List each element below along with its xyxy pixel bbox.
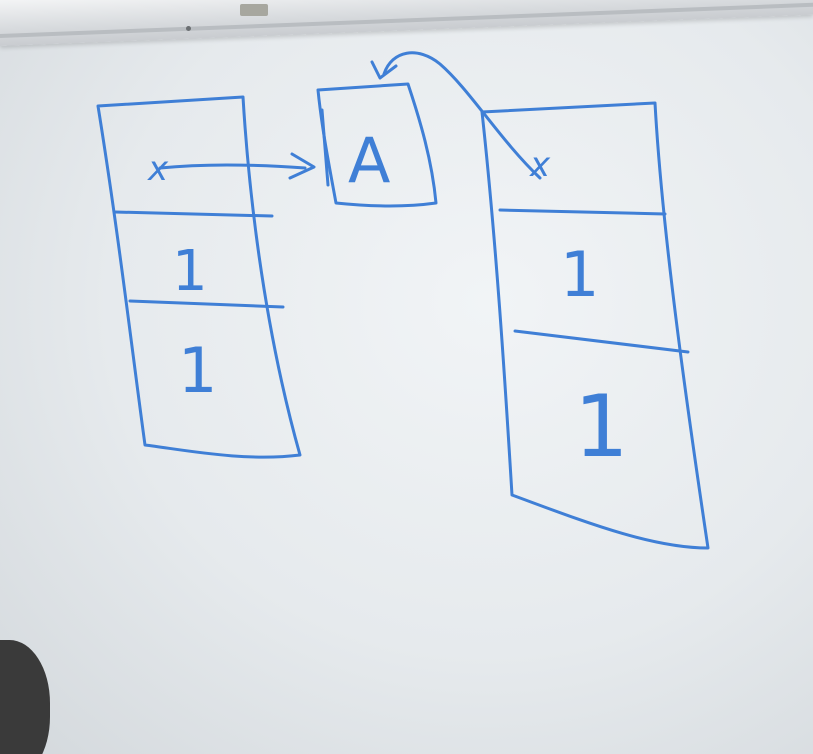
pointer-arrow [158,152,316,180]
right-record-outline [480,101,710,550]
back-pointer-arrow-head [370,60,398,80]
back-pointer-arrow-curve [382,51,542,180]
right-record-divider-2 [513,329,690,354]
pointer-arrow-head [288,152,316,180]
left-record: x 1 1 [96,95,302,459]
right-record-divider-1 [498,208,667,216]
left-slot-1-text: x [147,149,169,189]
back-pointer-arrow [370,51,542,180]
right-slot-3-text: 1 [574,377,629,477]
left-slot-3-text: 1 [178,334,217,407]
left-record-divider-2 [128,299,285,309]
right-record: x 1 1 [480,101,710,550]
right-slot-2-text: 1 [560,238,599,311]
pointer-arrow-shaft [158,163,307,170]
left-record-outline [96,95,302,459]
target-box-left-stroke [320,108,330,187]
target-box-label: A [348,124,390,197]
right-slot-1-text: x [529,145,551,185]
left-slot-2-text: 1 [172,239,208,304]
frame-clip [240,4,268,16]
left-record-divider-1 [113,210,274,218]
target-box: A [316,82,438,208]
frame-screw [186,26,191,31]
